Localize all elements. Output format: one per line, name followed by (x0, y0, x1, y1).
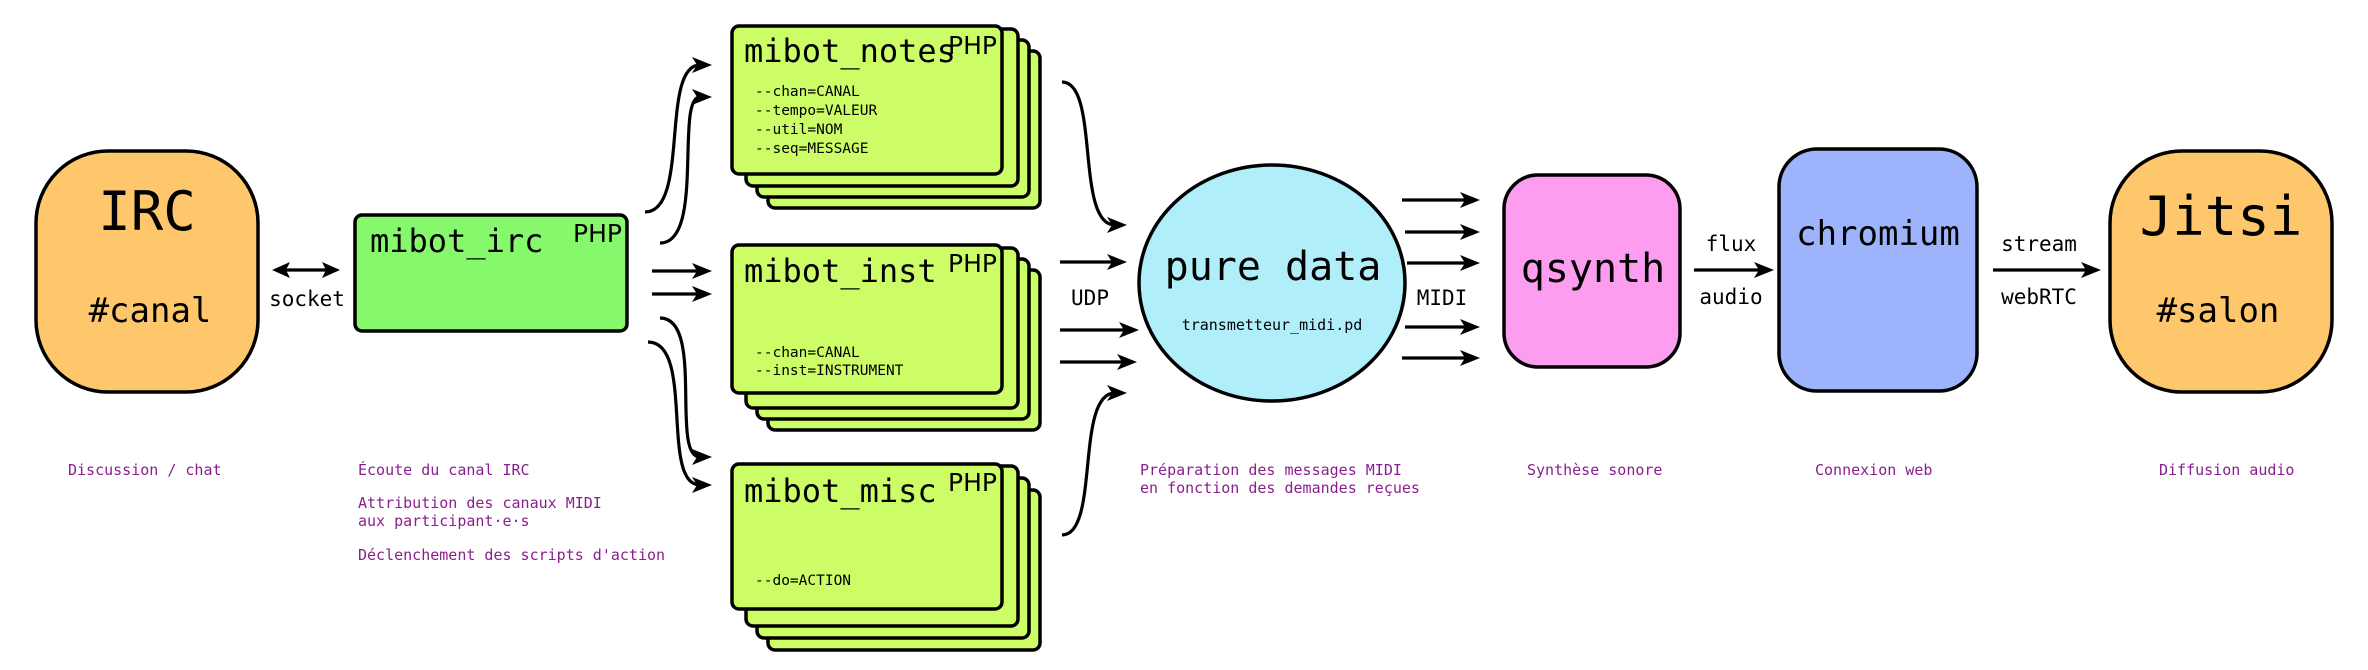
mibot-notes-php-tag: PHP (948, 31, 997, 60)
mibot-inst-title: mibot_inst (744, 252, 937, 290)
jitsi-node: Jitsi #salon (2108, 149, 2334, 394)
pure-data-node: pure data transmetteur_midi.pd (1137, 163, 1407, 403)
mibot-inst-node: mibot_inst PHP --chan=CANAL --inst=INSTR… (730, 243, 1042, 432)
udp-label: UDP (1071, 286, 1109, 310)
flux-label: flux (1706, 232, 1757, 256)
mibot-notes-param: --chan=CANAL (755, 84, 860, 100)
mibot-inst-param: --inst=INSTRUMENT (755, 363, 904, 379)
mibot-irc-php-tag: PHP (573, 219, 622, 248)
udp-arrows: UDP (1060, 80, 1139, 537)
jitsi-box (2108, 149, 2334, 394)
descriptions: Discussion / chat Écoute du canal IRC At… (68, 460, 2294, 564)
socket-connector: socket (269, 262, 345, 311)
qsynth-box (1502, 173, 1682, 369)
irc-channel: #canal (89, 291, 212, 331)
qsynth-description: Synthèse sonore (1527, 461, 1662, 479)
irc-title: IRC (98, 180, 196, 243)
stream-webrtc-connector: stream webRTC (1993, 232, 2101, 309)
mibot-irc-title: mibot_irc (370, 222, 543, 260)
pure-data-file: transmetteur_midi.pd (1182, 316, 1363, 334)
qsynth-title: qsynth (1521, 246, 1666, 292)
mibot-notes-param: --seq=MESSAGE (755, 141, 869, 157)
mibot-irc-node: mibot_irc PHP (353, 213, 629, 333)
qsynth-node: qsynth (1502, 173, 1682, 369)
mibot-notes-box (730, 24, 1004, 176)
irc-box (34, 149, 260, 394)
mibot-irc-description: Écoute du canal IRC (358, 460, 530, 479)
mibot-inst-box (730, 243, 1004, 395)
mibot-misc-box (730, 462, 1004, 611)
jitsi-title: Jitsi (2140, 185, 2303, 248)
mibot-irc-description: Déclenchement des scripts d'action (358, 546, 665, 564)
chromium-title: chromium (1796, 214, 1960, 254)
socket-label: socket (269, 287, 345, 311)
midi-arrows: MIDI (1402, 192, 1480, 366)
midi-label: MIDI (1417, 286, 1468, 310)
mibot-irc-box (353, 213, 629, 333)
mibot-inst-param: --chan=CANAL (755, 345, 860, 361)
irc-node: IRC #canal (34, 149, 260, 394)
mibot-misc-param: --do=ACTION (755, 573, 851, 589)
pure-data-title: pure data (1165, 244, 1382, 290)
mibot-notes-param: --util=NOM (755, 122, 843, 138)
mibot-notes-param: --tempo=VALEUR (755, 103, 877, 119)
mibot-misc-php-tag: PHP (948, 468, 997, 497)
mibot-irc-description: aux participant·e·s (358, 512, 530, 530)
webrtc-label: webRTC (2001, 285, 2077, 309)
mibot-misc-node: mibot_misc PHP --do=ACTION (730, 462, 1042, 652)
audio-label: audio (1699, 285, 1762, 309)
flux-audio-connector: flux audio (1694, 232, 1774, 309)
irc-description: Discussion / chat (68, 461, 222, 479)
dispatch-arrows (644, 57, 712, 493)
mibot-notes-title: mibot_notes (744, 32, 956, 70)
chromium-box (1777, 147, 1979, 393)
stream-label: stream (2001, 232, 2077, 256)
chromium-node: chromium (1777, 147, 1979, 393)
pure-data-description: en fonction des demandes reçues (1140, 479, 1420, 497)
chromium-description: Connexion web (1815, 461, 1932, 479)
mibot-misc-title: mibot_misc (744, 472, 937, 510)
mibot-irc-description: Attribution des canaux MIDI (358, 494, 602, 512)
pure-data-description: Préparation des messages MIDI (1140, 461, 1402, 479)
mibot-inst-php-tag: PHP (948, 249, 997, 278)
jitsi-description: Diffusion audio (2159, 461, 2294, 479)
jitsi-room: #salon (2157, 291, 2280, 331)
pure-data-circle (1137, 163, 1407, 403)
mibot-notes-node: mibot_notes PHP --chan=CANAL --tempo=VAL… (730, 24, 1042, 210)
